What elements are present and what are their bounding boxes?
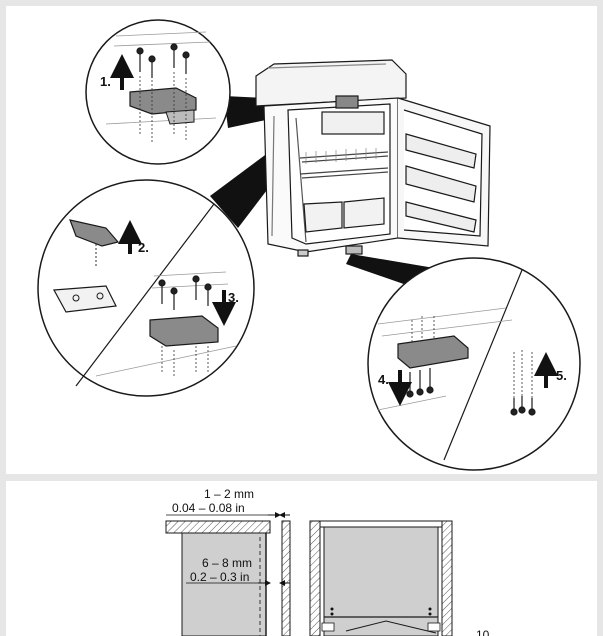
detail-circle-1: 1. [85,19,231,165]
clearance-svg: 1 – 2 mm 0.04 – 0.08 in 6 – 8 mm 0.2 – 0… [165,487,490,636]
cabinet-wall-left [281,520,291,636]
gap-top-in: 0.04 – 0.08 in [172,501,245,515]
gap-side-mm: 6 – 8 mm [202,556,252,570]
hinge-reversal-illustration: 1. 2. 3. [6,6,597,474]
detail-circle-3: 4. 5. [367,257,581,471]
top-hinge-location [335,95,359,109]
step-4-label: 4. [378,372,389,387]
step-3-label: 3. [228,290,239,305]
hinge-reversal-svg: 1. 2. 3. [37,19,581,471]
screws-1 [136,43,190,78]
screws-2 [158,275,212,310]
freezer-compartment [321,111,385,135]
worktop-section [165,520,271,534]
cabinet-wall-right-a [309,520,321,636]
hinge-bracket-1 [129,87,197,115]
screws-4 [510,396,536,416]
clearance-diagram: 1 – 2 mm 0.04 – 0.08 in 6 – 8 mm 0.2 – 0… [6,481,597,636]
gap-top-mm: 1 – 2 mm [204,487,254,501]
bottom-hinge-location [345,245,363,255]
hinge-pin-part [69,219,120,247]
refrigerator [255,59,491,257]
gap-side-in: 0.2 – 0.3 in [190,570,249,584]
cabinet-wall-right-b [441,520,453,636]
appliance-side [181,532,267,636]
hinge-bracket-3 [397,335,469,369]
hinge-base-part [53,285,117,313]
step-1-label: 1. [100,74,111,89]
step-5-label: 5. [556,368,567,383]
partial-dimension: 10 [476,628,490,636]
appliance-front [323,526,439,636]
step-2-label: 2. [138,240,149,255]
hinge-bracket-2 [149,315,219,347]
detail-circle-2: 2. 3. [37,179,255,397]
